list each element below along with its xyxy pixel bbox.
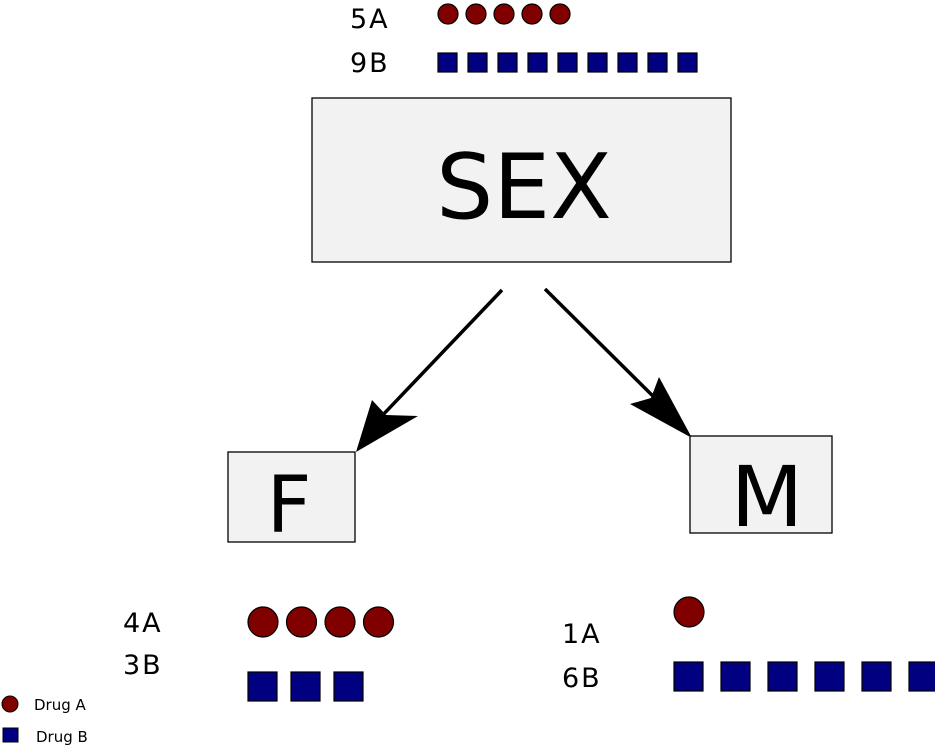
arrowhead-to-m: [630, 377, 692, 438]
root-drug-b-square-icon: [677, 52, 698, 73]
m-drug-b-square-icon: [673, 661, 704, 692]
f-drug-a-marks: [247, 606, 395, 638]
f-drug-a-circle-icon: [324, 606, 356, 638]
m-drug-a-circle-icon: [673, 596, 705, 628]
legend-drug-b-square-icon: [2, 727, 19, 743]
edge-to-f: [376, 288, 504, 422]
edge-to-m: [543, 287, 667, 410]
arrowhead-to-f: [356, 400, 418, 452]
root-drug-b-square-icon: [527, 52, 548, 73]
m-drug-b-square-icon: [814, 661, 845, 692]
f-drug-b-square-icon: [333, 671, 364, 702]
root-node-box: [311, 97, 732, 263]
m-node-label: M: [731, 448, 803, 546]
m-drug-b-square-icon: [908, 661, 935, 692]
f-node-label: F: [267, 461, 312, 551]
f-drug-b-square-icon: [247, 671, 278, 702]
m-drug-b-square-icon: [720, 661, 751, 692]
f-drug-b-marks: [247, 671, 364, 702]
root-drug-a-circle-icon: [437, 3, 459, 25]
root-count-b-label: 9B: [350, 48, 390, 79]
root-drug-a-circle-icon: [465, 3, 487, 25]
root-drug-b-square-icon: [647, 52, 668, 73]
root-drug-b-marks: [437, 52, 698, 73]
root-drug-b-square-icon: [497, 52, 518, 73]
legend-drug-a-circle-icon: [1, 695, 19, 713]
legend-drug-b-label: Drug B: [36, 728, 88, 746]
f-count-a-label: 4A: [123, 608, 163, 639]
f-node-box: [227, 451, 356, 543]
f-drug-b-square-icon: [290, 671, 321, 702]
root-drug-b-square-icon: [617, 52, 638, 73]
root-drug-b-square-icon: [557, 52, 578, 73]
m-count-b-label: 6B: [562, 663, 602, 694]
m-count-a-label: 1A: [562, 619, 602, 650]
f-drug-a-circle-icon: [362, 606, 395, 638]
root-drug-a-marks: [437, 3, 571, 25]
root-drug-a-circle-icon: [521, 3, 543, 25]
f-drug-a-circle-icon: [285, 606, 318, 638]
m-drug-a-marks: [673, 596, 705, 628]
root-node-label: SEX: [436, 135, 612, 240]
root-drug-b-square-icon: [587, 52, 608, 73]
m-drug-b-square-icon: [861, 661, 892, 692]
legend-drug-a-label: Drug A: [34, 696, 87, 714]
root-count-a-label: 5A: [350, 4, 390, 35]
root-drug-b-square-icon: [467, 52, 488, 73]
f-count-b-label: 3B: [123, 650, 163, 681]
root-drug-a-circle-icon: [549, 3, 571, 25]
f-drug-a-circle-icon: [247, 606, 279, 638]
m-drug-b-marks: [673, 661, 935, 692]
m-node-box: [689, 435, 833, 534]
root-drug-b-square-icon: [437, 52, 458, 73]
root-drug-a-circle-icon: [493, 3, 515, 25]
m-drug-b-square-icon: [767, 661, 798, 692]
